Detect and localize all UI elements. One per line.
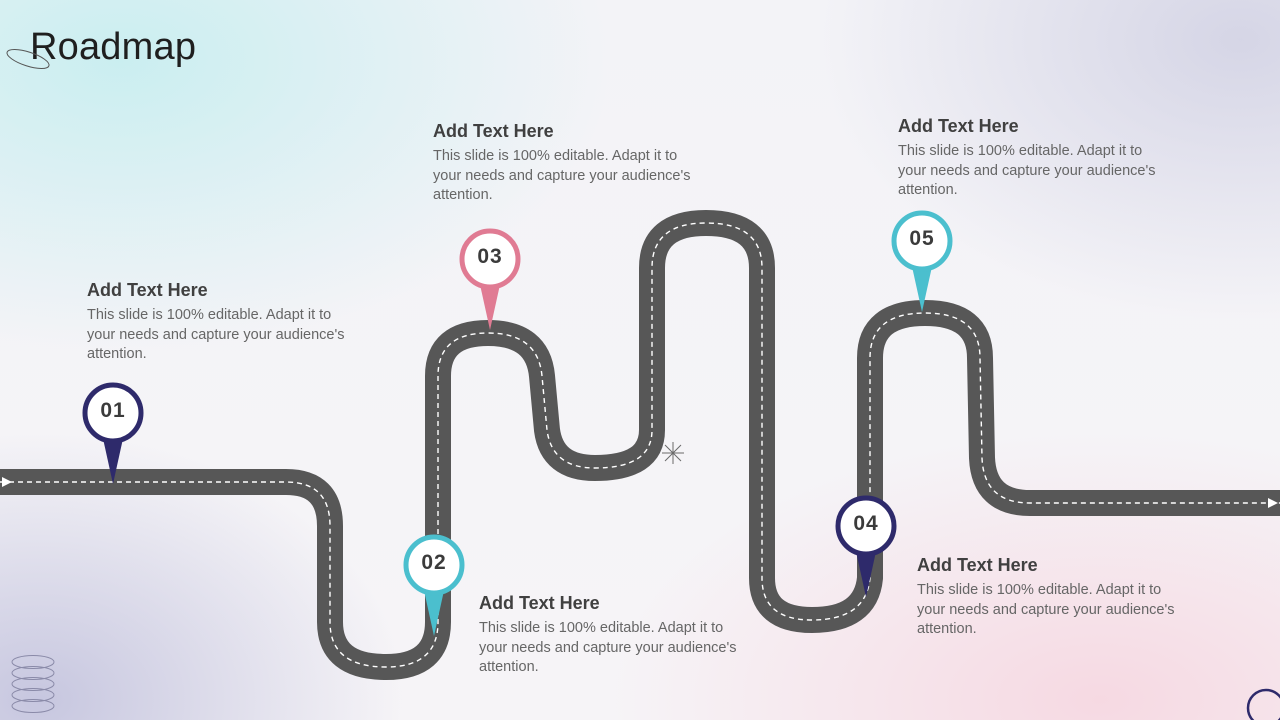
milestone-01-number: 01 (100, 399, 126, 422)
milestone-03-heading: Add Text Here (433, 121, 554, 141)
map-pin-icon (459, 228, 521, 330)
milestone-04-number: 04 (853, 512, 879, 535)
title-swoosh-decoration (6, 48, 50, 70)
milestone-01-text: Add Text Here This slide is 100% editabl… (87, 280, 357, 365)
milestone-02-body: This slide is 100% editable. Adapt it to… (479, 620, 737, 675)
milestone-04-body: This slide is 100% editable. Adapt it to… (917, 582, 1175, 637)
map-pin-icon (835, 495, 897, 597)
stacked-rings-decoration (11, 655, 55, 713)
milestone-01-body: This slide is 100% editable. Adapt it to… (87, 307, 345, 362)
milestone-01-heading: Add Text Here (87, 280, 208, 300)
milestone-05-number: 05 (909, 227, 935, 250)
sparkle-decoration (662, 442, 684, 464)
milestone-01-pin: 01 (80, 380, 146, 486)
milestone-05-heading: Add Text Here (898, 116, 1019, 136)
road-surface (0, 210, 1280, 680)
map-pin-icon (403, 534, 465, 636)
milestone-05-pin: 05 (889, 208, 955, 314)
milestone-03-number: 03 (477, 245, 503, 268)
milestone-02-number: 02 (421, 551, 447, 574)
milestone-03-pin: 03 (457, 226, 523, 332)
page-title: Roadmap (30, 26, 197, 68)
milestone-03-text: Add Text Here This slide is 100% editabl… (433, 121, 703, 206)
map-pin-icon (82, 382, 144, 484)
milestone-03-body: This slide is 100% editable. Adapt it to… (433, 148, 691, 203)
road-end-arrow (1268, 498, 1278, 508)
milestone-05-text: Add Text Here This slide is 100% editabl… (898, 116, 1168, 201)
milestone-02-pin: 02 (401, 532, 467, 638)
milestone-02-text: Add Text Here This slide is 100% editabl… (479, 593, 749, 678)
corner-circle-decoration (1246, 688, 1280, 720)
milestone-05-body: This slide is 100% editable. Adapt it to… (898, 143, 1156, 198)
milestone-04-text: Add Text Here This slide is 100% editabl… (917, 555, 1187, 640)
milestone-04-heading: Add Text Here (917, 555, 1038, 575)
road-start-arrow (2, 477, 12, 487)
milestone-04-pin: 04 (833, 493, 899, 599)
map-pin-icon (891, 210, 953, 312)
milestone-02-heading: Add Text Here (479, 593, 600, 613)
